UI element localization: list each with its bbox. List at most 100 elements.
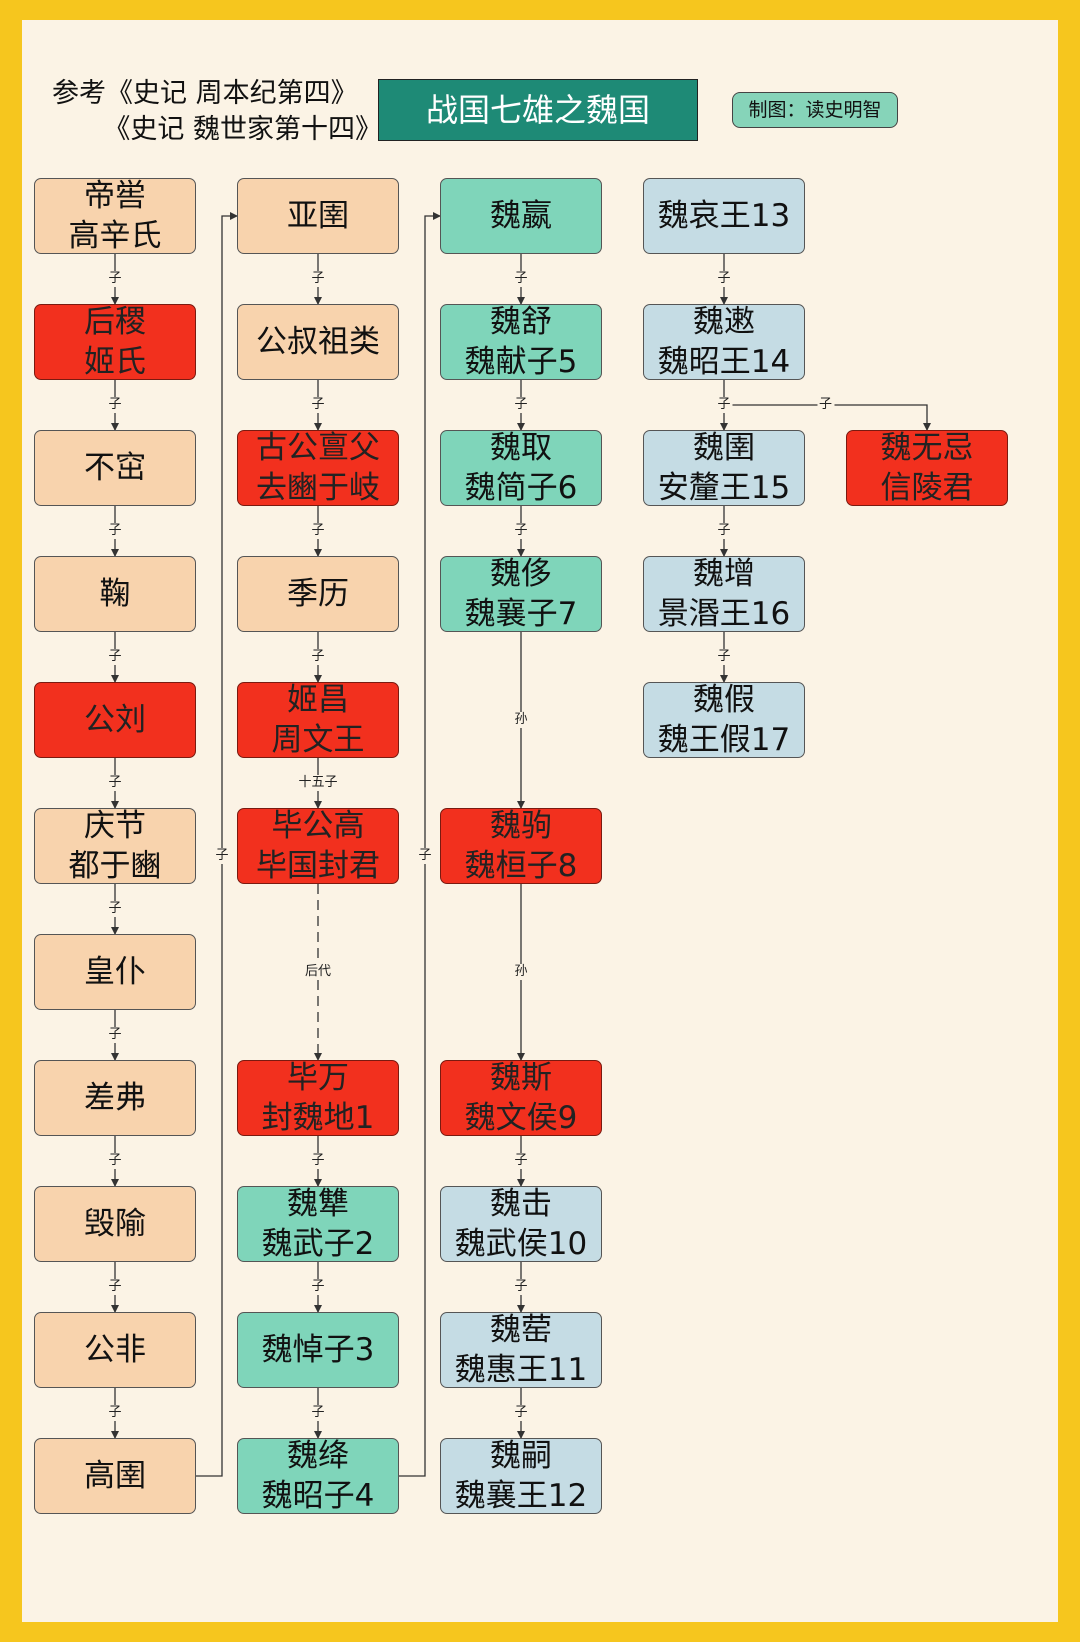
person-node-text: 魏击 — [490, 1186, 552, 1222]
person-node-text: 魏襄王12 — [454, 1478, 588, 1514]
person-node: 皇仆 — [34, 934, 196, 1010]
person-node-text: 周文王 — [271, 722, 365, 758]
person-node: 魏嗣魏襄王12 — [440, 1438, 602, 1514]
person-node-text: 魏襄子7 — [464, 596, 578, 632]
edge-label: 子 — [309, 271, 327, 287]
person-node-text: 毁隃 — [84, 1206, 146, 1242]
edge-label: 子 — [213, 848, 231, 864]
person-node-text: 魏哀王13 — [657, 198, 791, 234]
person-node: 公非 — [34, 1312, 196, 1388]
person-node-text: 皇仆 — [84, 954, 146, 990]
person-node-text: 魏舒 — [490, 304, 552, 340]
edge-label: 子 — [715, 649, 733, 665]
person-node: 魏侈魏襄子7 — [440, 556, 602, 632]
person-node-text: 高圉 — [84, 1458, 146, 1494]
person-node-text: 魏武侯10 — [454, 1226, 588, 1262]
person-node: 不窋 — [34, 430, 196, 506]
person-node: 季历 — [237, 556, 399, 632]
person-node: 魏䓨魏惠王11 — [440, 1312, 602, 1388]
person-node-text: 去豳于岐 — [256, 470, 380, 506]
person-node-text: 魏䓨 — [490, 1312, 552, 1348]
person-node-text: 景湣王16 — [657, 596, 791, 632]
edge-label: 子 — [309, 397, 327, 413]
edge-label: 子 — [512, 1405, 530, 1421]
person-node-text: 魏斯 — [490, 1060, 552, 1096]
edge-label: 子 — [512, 523, 530, 539]
edge-label: 子 — [512, 397, 530, 413]
edge-label: 子 — [106, 523, 124, 539]
person-node: 毕公高毕国封君 — [237, 808, 399, 884]
person-node-text: 魏假 — [693, 682, 755, 718]
edge-line — [724, 404, 931, 431]
edge-label: 子 — [106, 1027, 124, 1043]
person-node-text: 不窋 — [84, 450, 146, 486]
person-node-text: 安釐王15 — [657, 470, 791, 506]
person-node-text: 信陵君 — [880, 470, 974, 506]
edge-label: 子 — [309, 649, 327, 665]
person-node: 魏遫魏昭王14 — [643, 304, 805, 380]
edge-label: 孙 — [512, 712, 530, 728]
edge-label: 子 — [106, 397, 124, 413]
person-node-text: 魏简子6 — [464, 470, 578, 506]
person-node-text: 差弗 — [84, 1080, 146, 1116]
credit-badge: 制图：读史明智 — [732, 92, 898, 128]
edge-label: 子 — [106, 649, 124, 665]
person-node: 魏犨魏武子2 — [237, 1186, 399, 1262]
person-node: 魏增景湣王16 — [643, 556, 805, 632]
person-node-text: 魏驹 — [490, 808, 552, 844]
edge-label: 子 — [309, 1279, 327, 1295]
edge-label: 子 — [106, 271, 124, 287]
person-node: 公刘 — [34, 682, 196, 758]
person-node: 魏圉安釐王15 — [643, 430, 805, 506]
person-node-text: 古公亶父 — [256, 430, 380, 466]
person-node: 魏嬴 — [440, 178, 602, 254]
person-node: 魏取魏简子6 — [440, 430, 602, 506]
person-node: 庆节都于豳 — [34, 808, 196, 884]
edge-label: 子 — [309, 523, 327, 539]
edge-line — [196, 212, 238, 1477]
edge-label: 孙 — [512, 964, 530, 980]
person-node: 古公亶父去豳于岐 — [237, 430, 399, 506]
person-node-text: 亚圉 — [287, 198, 349, 234]
edge-label: 十五子 — [296, 775, 340, 791]
person-node: 魏击魏武侯10 — [440, 1186, 602, 1262]
person-node-text: 帝喾 — [84, 178, 146, 214]
person-node-text: 魏桓子8 — [464, 848, 578, 884]
person-node-text: 魏昭子4 — [261, 1478, 375, 1514]
edge-label: 子 — [106, 1279, 124, 1295]
person-node-text: 魏昭王14 — [657, 344, 791, 380]
person-node: 魏斯魏文侯9 — [440, 1060, 602, 1136]
person-node-text: 姬氏 — [84, 344, 146, 380]
person-node: 魏舒魏献子5 — [440, 304, 602, 380]
edge-label: 子 — [309, 1153, 327, 1169]
edge-label: 子 — [416, 848, 434, 864]
person-node-text: 公叔祖类 — [256, 324, 380, 360]
edge-label: 子 — [309, 1405, 327, 1421]
person-node-text: 魏侈 — [490, 556, 552, 592]
person-node-text: 后稷 — [84, 304, 146, 340]
reference-line-2: 《史记 魏世家第十四》 — [103, 114, 382, 145]
person-node-text: 公刘 — [84, 702, 146, 738]
edge-label: 子 — [715, 523, 733, 539]
person-node: 魏驹魏桓子8 — [440, 808, 602, 884]
person-node-text: 毕公高 — [271, 808, 365, 844]
person-node-text: 魏嗣 — [490, 1438, 552, 1474]
person-node-text: 魏圉 — [693, 430, 755, 466]
edge-label: 子 — [512, 1279, 530, 1295]
person-node: 魏无忌信陵君 — [846, 430, 1008, 506]
person-node-text: 毕国封君 — [256, 848, 380, 884]
person-node-text: 魏增 — [693, 556, 755, 592]
reference-line-1: 参考《史记 周本纪第四》 — [52, 78, 358, 109]
person-node-text: 魏悼子3 — [261, 1332, 375, 1368]
person-node: 姬昌周文王 — [237, 682, 399, 758]
person-node-text: 鞠 — [99, 576, 131, 612]
edge-label: 后代 — [302, 964, 334, 980]
canvas: 参考《史记 周本纪第四》 《史记 魏世家第十四》 战国七雄之魏国 制图：读史明智… — [22, 20, 1058, 1622]
person-node-text: 魏无忌 — [880, 430, 974, 466]
person-node-text: 魏文侯9 — [464, 1100, 578, 1136]
person-node-text: 魏绛 — [287, 1438, 349, 1474]
edge-line — [399, 212, 441, 1477]
person-node-text: 魏犨 — [287, 1186, 349, 1222]
person-node: 公叔祖类 — [237, 304, 399, 380]
person-node-text: 魏嬴 — [490, 198, 552, 234]
